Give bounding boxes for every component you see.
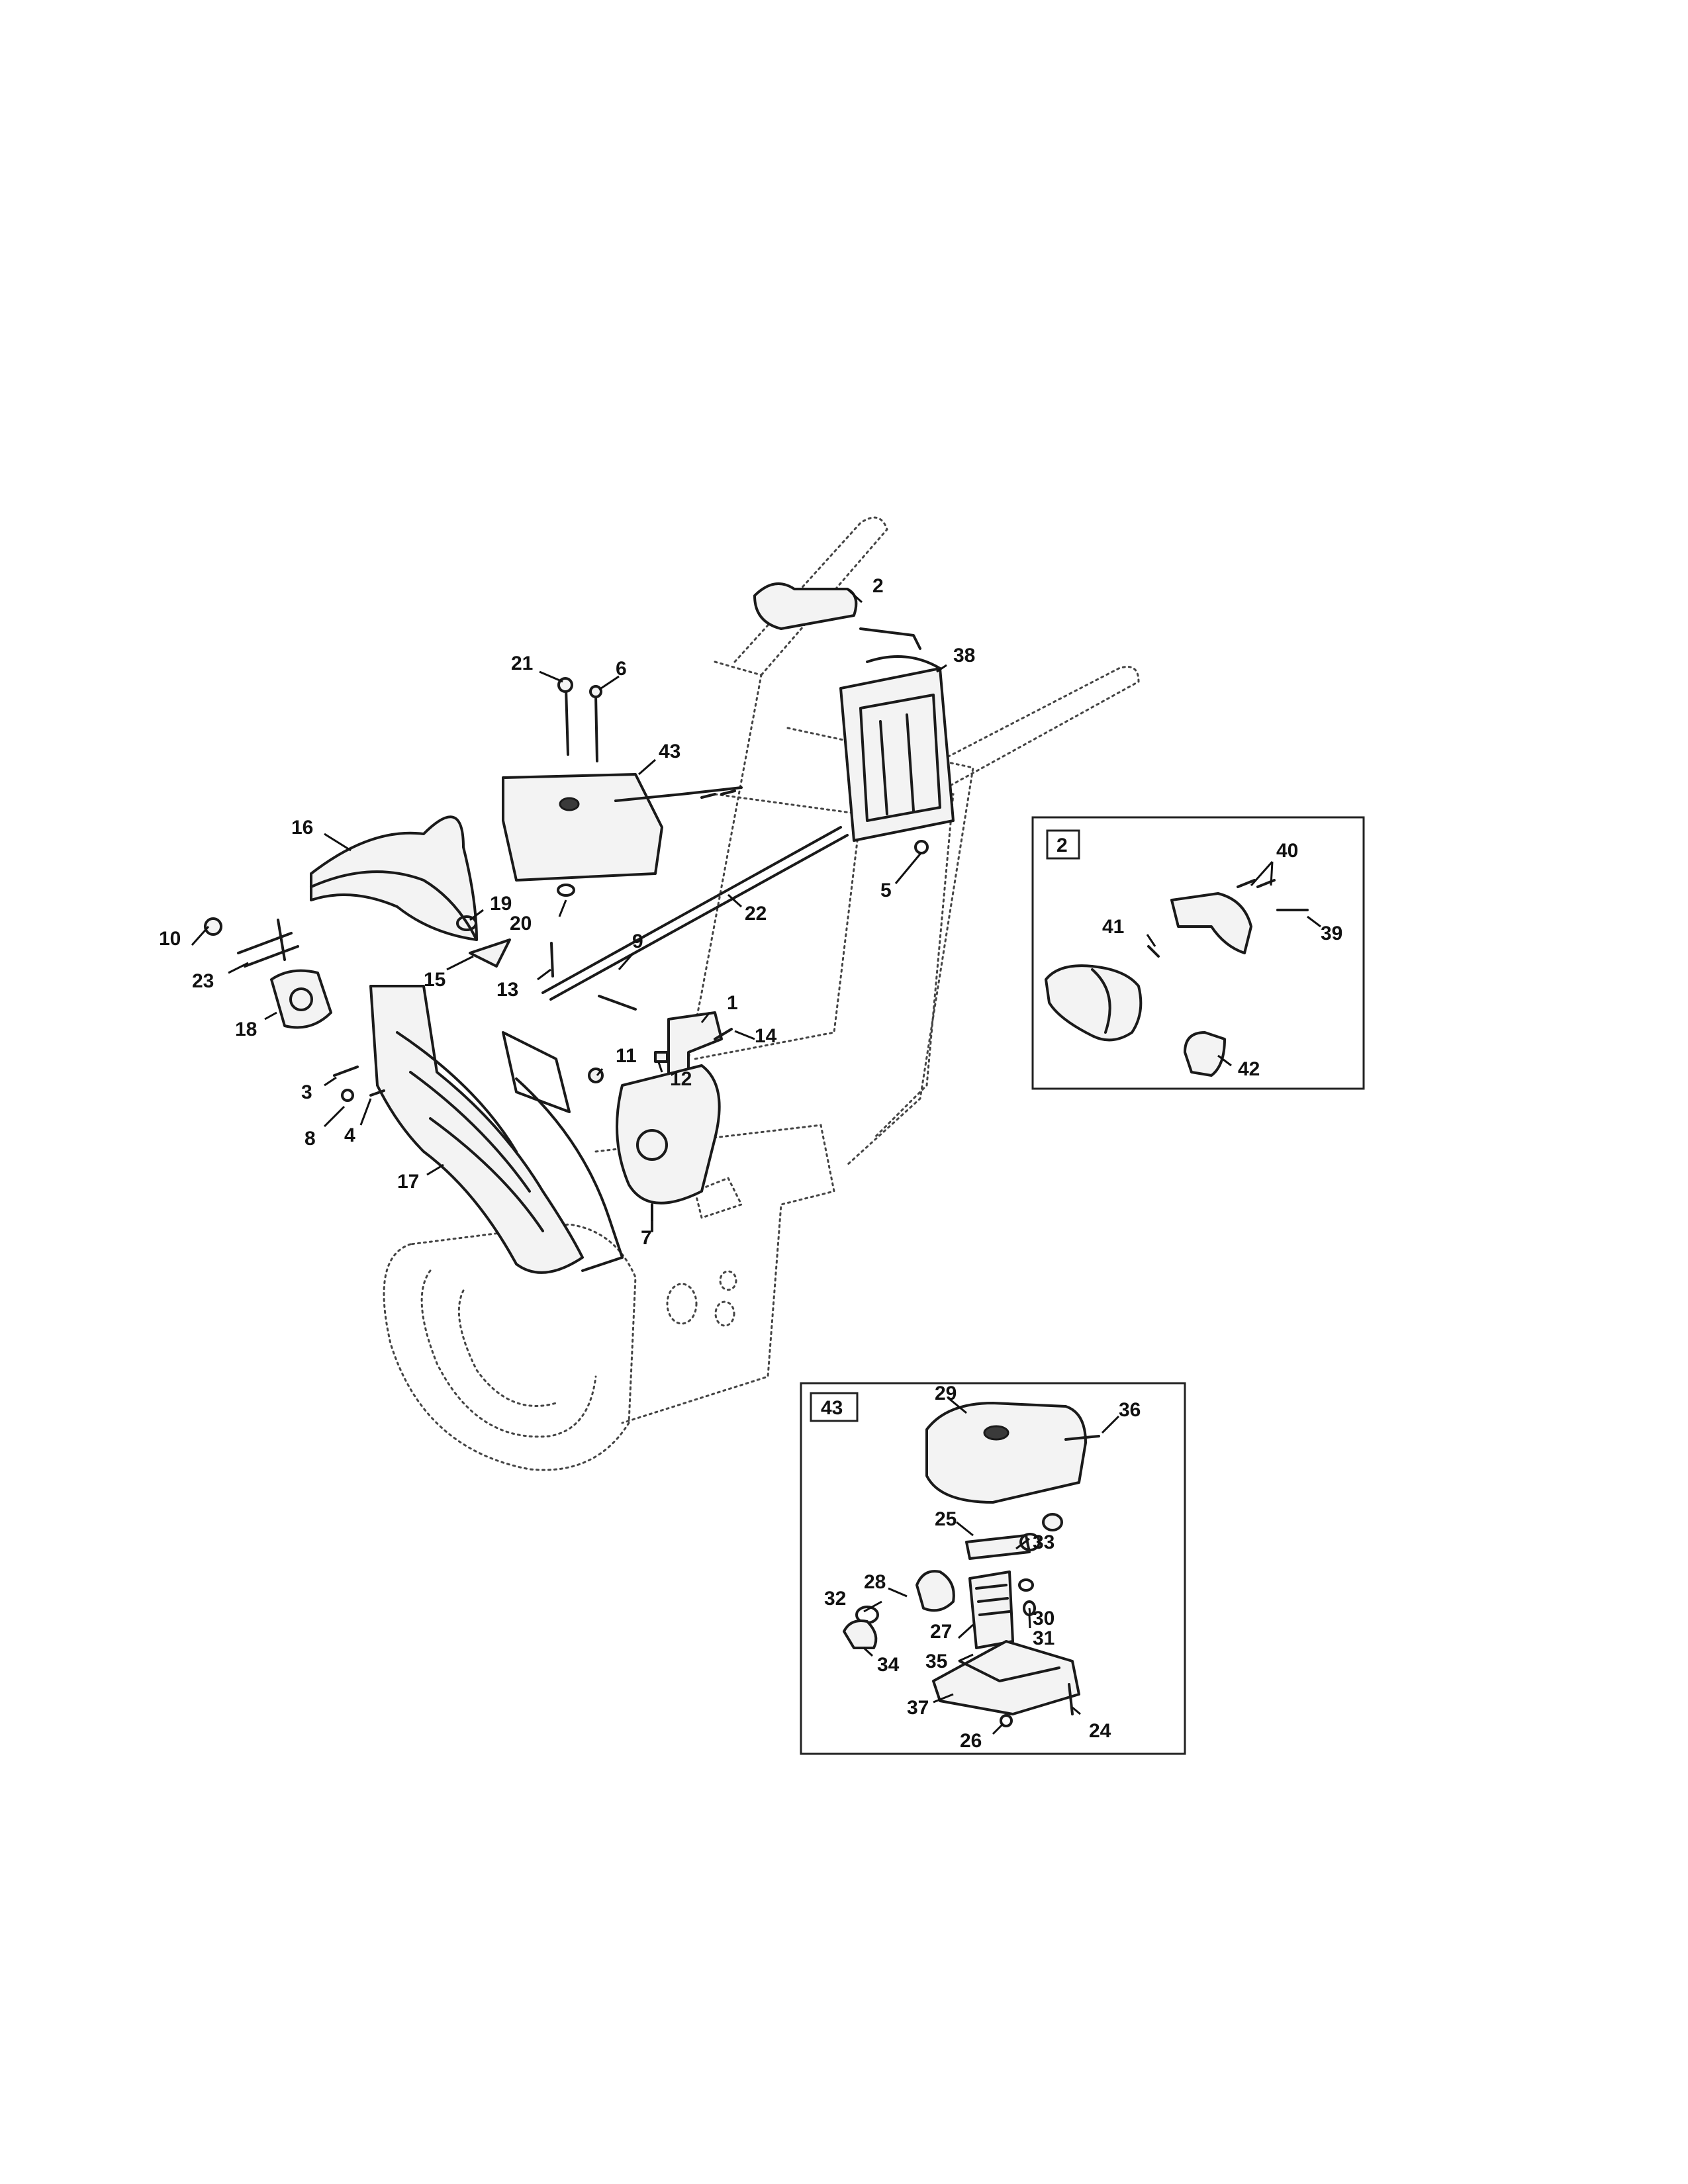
callout-11: 11 — [616, 1045, 637, 1067]
callout-12: 12 — [670, 1068, 692, 1090]
callout-27: 27 — [930, 1621, 952, 1643]
callout-20: 20 — [510, 913, 532, 934]
callout-24: 24 — [1089, 1720, 1111, 1742]
callout-42: 42 — [1238, 1058, 1260, 1080]
callout-28: 28 — [864, 1571, 886, 1593]
callout-1: 1 — [727, 992, 738, 1014]
callout-38: 38 — [953, 645, 975, 666]
callout-17: 17 — [397, 1171, 419, 1193]
callout-22: 22 — [745, 903, 767, 925]
callout-10: 10 — [159, 928, 181, 950]
lever-handle — [1170, 892, 1252, 954]
callout-9: 9 — [632, 931, 643, 952]
callout-8: 8 — [305, 1128, 316, 1150]
callout-16: 16 — [291, 817, 313, 839]
inset-2-tag-label: 2 — [1056, 835, 1068, 856]
callout-35: 35 — [925, 1651, 947, 1672]
discharge-chute — [369, 985, 624, 1274]
callout-39: 39 — [1321, 923, 1342, 944]
gear-27 — [968, 1570, 1014, 1649]
callout-32: 32 — [824, 1588, 846, 1610]
chute-bracket — [616, 1011, 723, 1205]
inset-43-tag — [810, 1392, 859, 1422]
chute-control-rod — [541, 826, 849, 1001]
inset-43-tag-label: 43 — [821, 1397, 843, 1419]
handle-lever — [753, 582, 921, 650]
chute-deflector — [310, 815, 478, 941]
callout-41: 41 — [1102, 916, 1124, 938]
callout-6: 6 — [616, 658, 627, 680]
callout-25: 25 — [935, 1508, 957, 1530]
callout-19: 19 — [490, 893, 512, 915]
worm-gear-shaft — [965, 1534, 1031, 1560]
callout-13: 13 — [496, 979, 518, 1001]
callout-33: 33 — [1033, 1531, 1055, 1553]
callout-4: 4 — [344, 1124, 355, 1146]
callout-37: 37 — [907, 1697, 929, 1719]
callout-31: 31 — [1033, 1627, 1055, 1649]
callout-26: 26 — [960, 1730, 982, 1752]
callout-5: 5 — [880, 880, 892, 901]
small-hardware — [204, 677, 929, 1232]
shift-lever-assembly — [839, 655, 955, 842]
gearbox-cover — [925, 1402, 1087, 1504]
lever-knob — [1045, 964, 1143, 1042]
callout-40: 40 — [1276, 840, 1298, 862]
inset-43: 43 24 25 26 27 28 — [800, 1382, 1186, 1755]
callout-21: 21 — [511, 653, 533, 674]
callout-23: 23 — [192, 970, 214, 992]
chute-crank-cover — [502, 773, 743, 882]
callout-7: 7 — [641, 1227, 652, 1249]
callout-18: 18 — [235, 1019, 257, 1040]
inset-2: 2 39 40 41 42 — [1031, 816, 1365, 1090]
callout-15: 15 — [424, 969, 445, 991]
callout-30: 30 — [1033, 1608, 1055, 1629]
gearbox-base — [932, 1640, 1080, 1715]
callout-14: 14 — [755, 1025, 777, 1047]
callout-29: 29 — [935, 1383, 957, 1404]
inset-2-tag — [1046, 829, 1080, 860]
callout-2: 2 — [872, 575, 884, 597]
callout-3: 3 — [301, 1081, 312, 1103]
main-callouts: 1 2 3 4 5 6 7 8 9 10 11 12 13 14 15 16 1… — [159, 575, 975, 1249]
callout-34: 34 — [877, 1654, 900, 1676]
gear-28 — [915, 1570, 955, 1612]
pinion-gear-housing — [270, 969, 332, 1029]
callout-43: 43 — [659, 741, 680, 762]
callout-36: 36 — [1119, 1399, 1141, 1421]
trigger-clip — [1184, 1031, 1226, 1077]
leader-lines — [191, 588, 947, 1221]
